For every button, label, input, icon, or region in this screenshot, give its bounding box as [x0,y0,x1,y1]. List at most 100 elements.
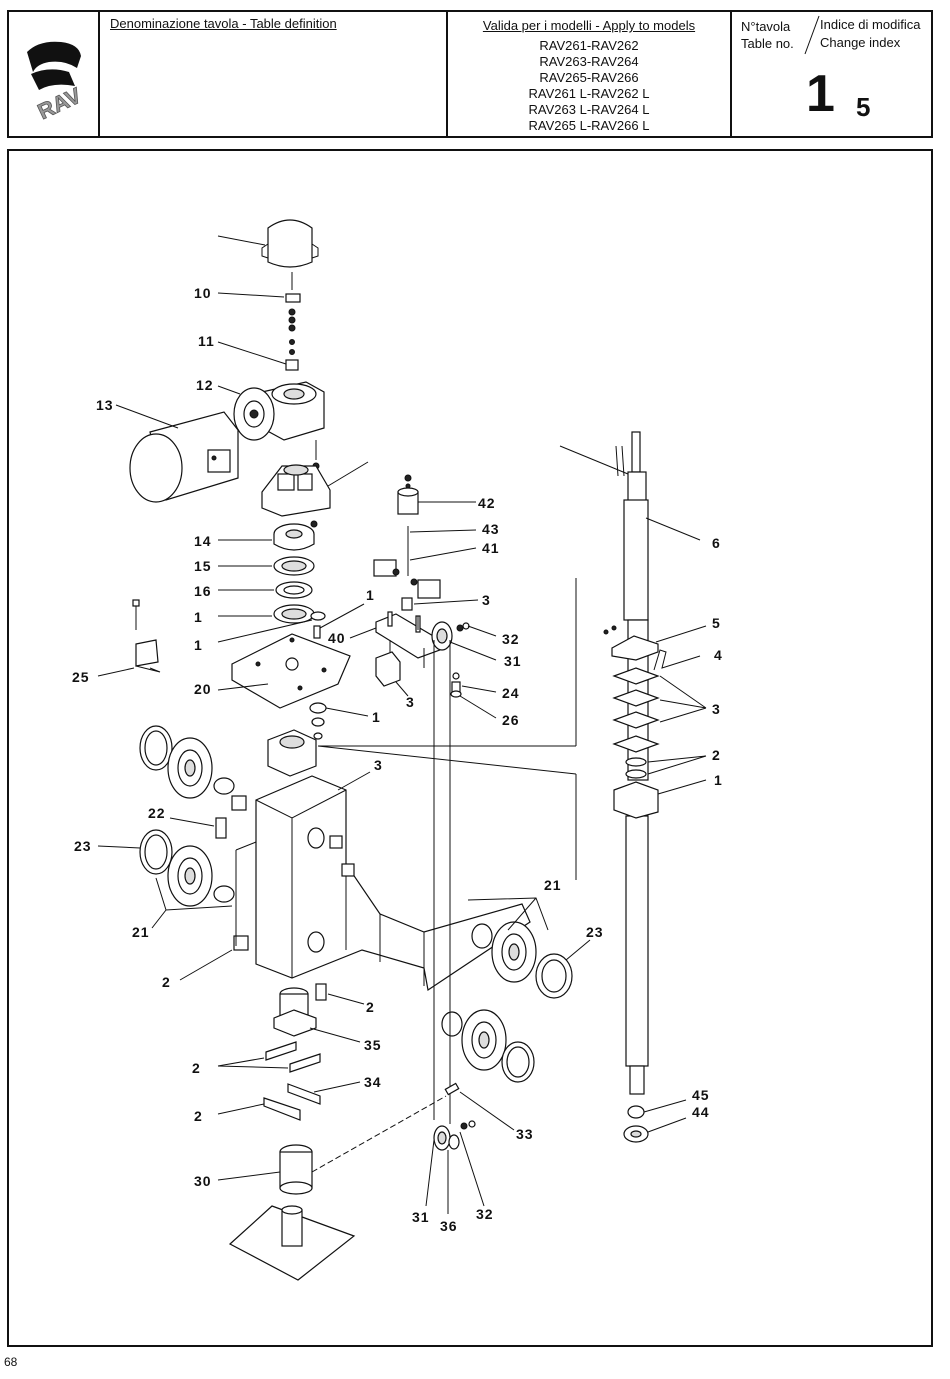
table-definition-cell: Denominazione tavola - Table definition [98,12,446,136]
label-14: 14 [194,533,212,549]
label-5: 5 [712,615,721,631]
post-30 [279,1144,313,1195]
label-2: 2 [192,1060,201,1076]
part-3a [401,597,413,611]
table-no-label-en: Table no. [741,36,794,51]
label-3: 3 [712,701,721,717]
label-16: 16 [194,583,212,599]
label-12: 12 [196,377,214,393]
part-42 [397,474,419,515]
label-30: 30 [194,1173,212,1189]
label-22: 22 [148,805,166,821]
label-10: 10 [194,285,212,301]
gearbox-cap [217,219,319,268]
washers-stack [288,308,296,355]
logo-cell: RAV [9,12,98,136]
label-35: 35 [364,1037,382,1053]
label-2: 2 [366,999,375,1015]
wheel-left-upper [139,725,235,799]
label-32: 32 [476,1206,494,1222]
bearing-1 [273,604,315,624]
housing-block [267,729,317,777]
bar-34 [287,1083,321,1105]
label-1: 1 [366,587,375,603]
label-13: 13 [96,397,114,413]
change-index-number: 5 [856,92,871,122]
part-22 [215,817,227,839]
label-23: 23 [74,838,92,854]
label-3: 3 [406,694,415,710]
wheel-right-lower [441,1009,535,1083]
label-1: 1 [714,772,723,788]
model-item: RAV263 L-RAV264 L [528,102,650,117]
label-32: 32 [502,631,520,647]
gearbox-support [261,464,331,517]
label-43: 43 [482,521,500,537]
main-frame [235,775,531,992]
label-44: 44 [692,1104,710,1120]
label-21: 21 [544,877,562,893]
part-33 [444,1082,460,1096]
gearbox [233,381,325,441]
shaft-6 [623,431,649,1095]
part-1-block [613,781,659,819]
part-41-right [410,578,441,599]
model-item: RAV265 L-RAV266 L [528,118,650,133]
label-45: 45 [692,1087,710,1103]
bar-2b [289,1053,321,1073]
label-25: 25 [72,669,90,685]
callout-labels: 10 11 12 13 14 15 16 1 1 1 1 25 20 42 43… [72,285,723,1234]
pad-2a [231,795,247,811]
part-4 [653,649,701,671]
label-34: 34 [364,1074,382,1090]
wheel-right-upper [471,921,573,999]
label-3: 3 [374,757,383,773]
label-1: 1 [194,609,203,625]
label-31: 31 [504,653,522,669]
models-label: Valida per i modelli - Apply to models [482,18,696,33]
rav-logo: RAV [27,41,86,125]
bar-2c [263,1097,301,1121]
model-item: RAV265-RAV266 [539,70,639,85]
index-cell: N°tavola Table no. Indice di modifica Ch… [730,12,933,136]
table-definition-label: Denominazione tavola - Table definition [110,16,337,31]
label-6: 6 [712,535,721,551]
label-3: 3 [482,592,491,608]
bearing-16 [275,581,313,599]
label-26: 26 [502,712,520,728]
part-5 [611,635,659,661]
label-20: 20 [194,681,212,697]
label-41: 41 [482,540,500,556]
part-41-left [373,559,400,577]
change-index-label-it: Indice di modifica [820,17,921,32]
bearing-15 [273,556,315,576]
label-24: 24 [502,685,520,701]
label-2: 2 [712,747,721,763]
label-2: 2 [194,1108,203,1124]
part-40 [375,611,441,659]
pad-2b [233,935,249,951]
label-1: 1 [194,637,203,653]
pad-2c [315,983,327,1001]
page-number: 68 [4,1355,18,1369]
table-number: 1 [806,65,835,123]
label-1: 1 [372,709,381,725]
label-33: 33 [516,1126,534,1142]
part-3-spacers [612,667,660,753]
part-10 [285,293,301,303]
plate-20 [231,633,351,709]
label-21: 21 [132,924,150,940]
table-no-label-it: N°tavola [741,19,791,34]
slash-divider [804,15,820,55]
label-11: 11 [198,333,215,349]
label-2: 2 [162,974,171,990]
model-item: RAV263-RAV264 [539,54,639,69]
part-3b [375,651,401,687]
label-15: 15 [194,558,212,574]
models-cell: Valida per i modelli - Apply to models R… [446,12,730,136]
models-list: RAV261-RAV262 RAV263-RAV264 RAV265-RAV26… [448,38,730,134]
bushing-35 [273,987,317,1037]
label-40: 40 [328,630,346,646]
change-index-label-en: Change index [820,35,901,50]
